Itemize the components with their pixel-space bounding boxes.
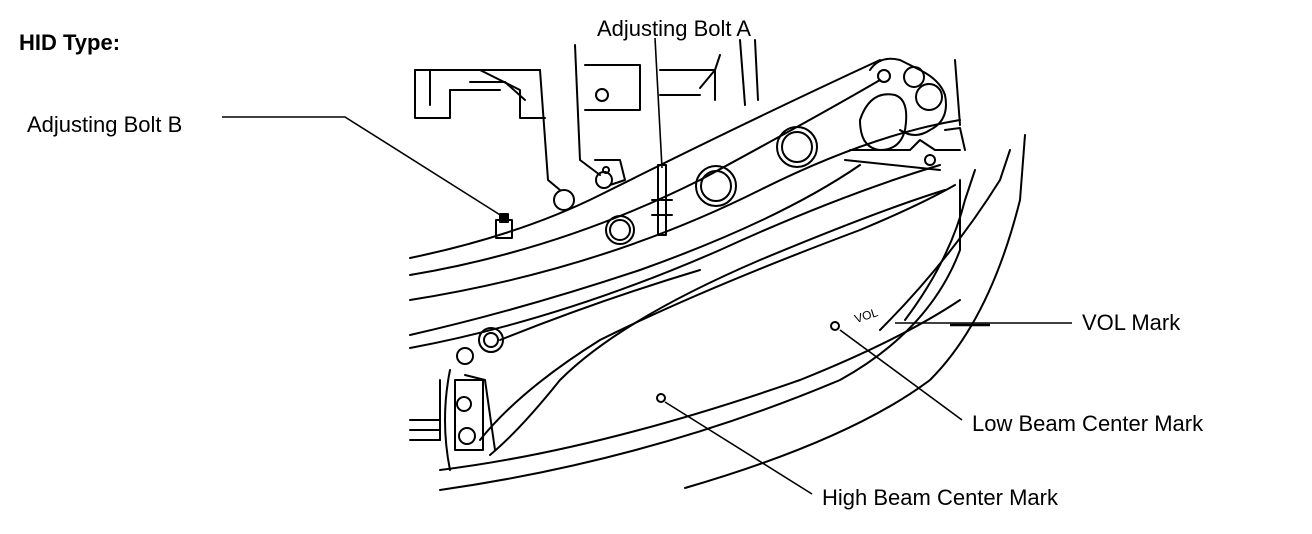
leader-high-beam-center-mark <box>665 402 812 494</box>
leader-low-beam-center-mark <box>840 330 962 420</box>
housing-outline <box>410 60 1025 490</box>
leader-adjusting-bolt-b <box>222 117 505 218</box>
callout-low-beam-center-mark: Low Beam Center Mark <box>972 411 1204 436</box>
leader-adjusting-bolt-a <box>655 38 662 168</box>
bracket-bolt-upper <box>596 67 942 165</box>
adjusting-port-middle <box>696 166 736 206</box>
upper-bracket <box>845 59 965 170</box>
callout-high-beam-center-mark: High Beam Center Mark <box>822 485 1058 510</box>
callout-adjusting-bolt-a: Adjusting Bolt A <box>597 16 752 41</box>
adjusting-port-small <box>606 216 634 244</box>
body-frame <box>415 40 758 190</box>
callout-adjusting-bolt-b: Adjusting Bolt B <box>27 112 183 137</box>
diagram-title: HID Type: <box>19 30 121 55</box>
aiming-marks <box>657 322 839 402</box>
callout-vol-mark: VOL Mark <box>1082 310 1181 335</box>
lower-bracket <box>455 380 483 450</box>
bracket-bolt-left <box>457 167 612 444</box>
adjusting-bolt-a-screw <box>652 165 672 235</box>
adjusting-port-large <box>777 127 817 167</box>
